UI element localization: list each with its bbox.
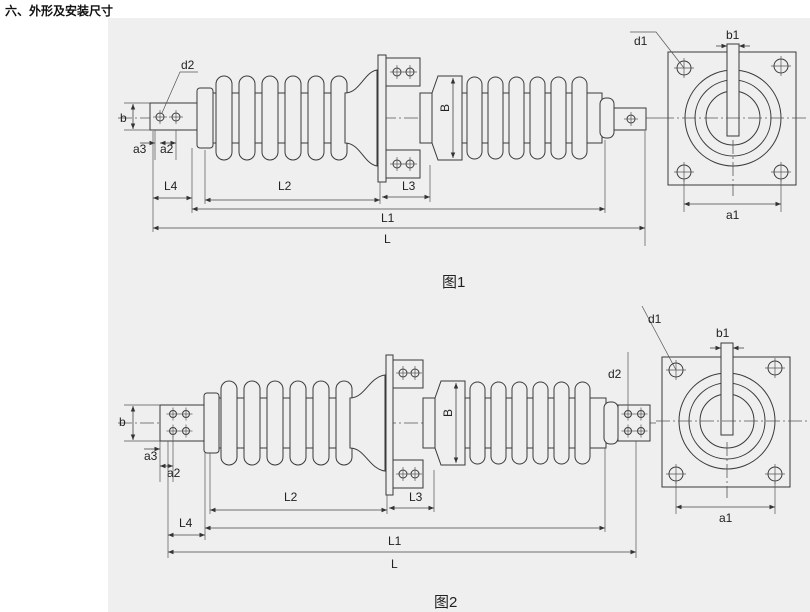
shed bbox=[490, 381, 507, 465]
label-b: b bbox=[119, 415, 126, 429]
label-L: L bbox=[384, 232, 391, 246]
shed bbox=[266, 380, 284, 466]
label-L4: L4 bbox=[164, 179, 178, 193]
sheds-left bbox=[215, 75, 348, 161]
shed bbox=[550, 76, 567, 160]
shed bbox=[238, 75, 256, 161]
shed bbox=[553, 381, 570, 465]
shed bbox=[215, 75, 233, 161]
right-terminal-plate bbox=[617, 404, 651, 442]
label-b1: b1 bbox=[716, 326, 730, 340]
shed bbox=[574, 381, 591, 465]
flange-plate bbox=[377, 54, 387, 183]
shed bbox=[532, 381, 549, 465]
left-terminal-plate bbox=[149, 102, 199, 131]
leader-d1 bbox=[630, 31, 685, 69]
label-b1: b1 bbox=[726, 28, 740, 42]
shed bbox=[469, 381, 486, 465]
shed bbox=[284, 75, 302, 161]
bell-shed bbox=[344, 69, 378, 167]
slot-b1 bbox=[720, 342, 734, 436]
label-b: b bbox=[120, 111, 127, 125]
sheds-right bbox=[466, 76, 588, 160]
shed bbox=[261, 75, 279, 161]
label-a3: a3 bbox=[144, 449, 158, 463]
figure-2-caption: 图2 bbox=[434, 594, 457, 611]
left-end-cap bbox=[196, 87, 214, 149]
shed bbox=[243, 380, 261, 466]
section-heading: 六、外形及安装尺寸 bbox=[5, 4, 114, 18]
shed bbox=[571, 76, 588, 160]
label-a2: a2 bbox=[160, 142, 174, 156]
shed bbox=[508, 76, 525, 160]
right-end-cap bbox=[603, 401, 619, 445]
shed bbox=[529, 76, 546, 160]
leader-d1 bbox=[641, 305, 677, 371]
sheds-right bbox=[469, 381, 591, 465]
label-a1: a1 bbox=[719, 511, 733, 525]
shed bbox=[289, 380, 307, 466]
shed bbox=[487, 76, 504, 160]
label-L2: L2 bbox=[278, 179, 292, 193]
terminal-plate bbox=[617, 404, 651, 442]
label-B: B bbox=[438, 104, 452, 112]
left-end-cap bbox=[203, 392, 220, 454]
label-d2: d2 bbox=[608, 367, 622, 381]
shed bbox=[307, 75, 325, 161]
right-end-cap bbox=[599, 97, 615, 139]
label-a3: a3 bbox=[133, 142, 147, 156]
label-a2: a2 bbox=[167, 466, 181, 480]
figure-1: b d2 a3 a2 B bbox=[118, 28, 806, 291]
end-view-flange bbox=[656, 342, 808, 498]
shed bbox=[511, 381, 528, 465]
left-terminal-plate bbox=[159, 404, 205, 442]
drum-section bbox=[431, 75, 463, 161]
label-B: B bbox=[441, 409, 455, 417]
shed bbox=[312, 380, 330, 466]
drum-section bbox=[434, 380, 466, 466]
label-a1: a1 bbox=[726, 208, 740, 222]
label-L1: L1 bbox=[388, 534, 402, 548]
label-d2: d2 bbox=[181, 58, 195, 72]
label-L: L bbox=[391, 557, 398, 571]
figure-2: b a3 a2 B d2 bbox=[118, 305, 808, 611]
end-view-flange bbox=[660, 43, 806, 196]
label-L3: L3 bbox=[409, 490, 423, 504]
sheds-left bbox=[220, 380, 353, 466]
label-L4: L4 bbox=[179, 516, 193, 530]
shed bbox=[466, 76, 483, 160]
leader-d2 bbox=[161, 71, 198, 114]
label-d1: d1 bbox=[648, 312, 662, 326]
terminal-plate bbox=[159, 404, 205, 442]
label-L3: L3 bbox=[402, 179, 416, 193]
shed bbox=[220, 380, 238, 466]
flange-plate bbox=[385, 354, 394, 496]
slot-b1 bbox=[726, 43, 740, 137]
figure-1-caption: 图1 bbox=[442, 274, 465, 291]
bell-shed bbox=[349, 374, 386, 472]
label-L1: L1 bbox=[381, 211, 395, 225]
label-L2: L2 bbox=[284, 490, 298, 504]
label-d1: d1 bbox=[634, 34, 648, 48]
